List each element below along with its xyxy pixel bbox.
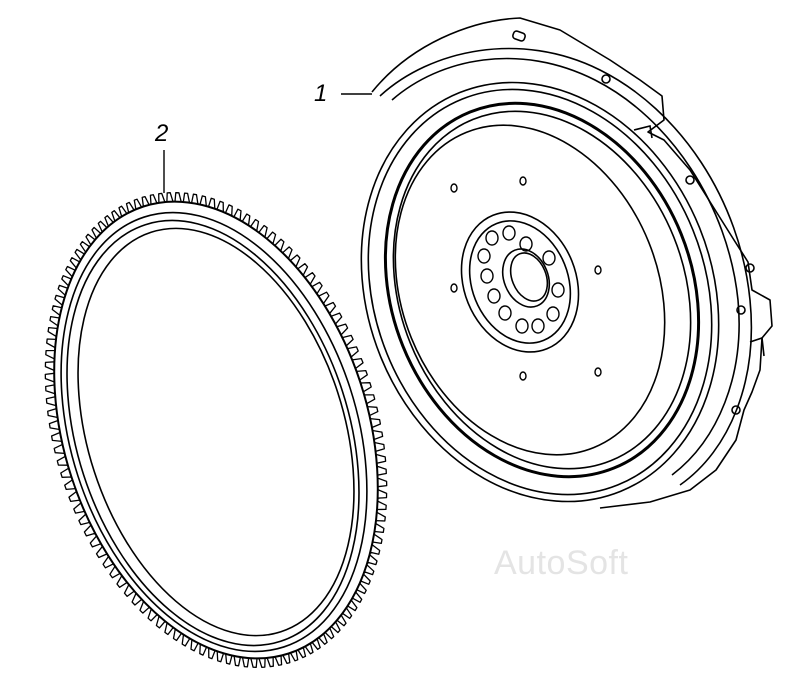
rim-hole-4 xyxy=(736,305,746,315)
flywheel-clutch-surface-inner xyxy=(392,110,692,470)
face-hole xyxy=(519,176,527,186)
hub-bolt-hole xyxy=(502,225,516,241)
hub-bolt-hole xyxy=(487,288,501,304)
face-hole xyxy=(594,367,602,377)
hub-bolt-hole xyxy=(546,306,560,322)
flywheel-face-inner-step xyxy=(394,124,666,456)
ring-gear-inner-edge xyxy=(77,227,355,637)
flywheel-rim-arc-outer xyxy=(379,47,753,486)
hub-bolt-hole xyxy=(477,248,491,264)
rim-hole-2 xyxy=(685,175,695,185)
face-mounting-holes xyxy=(450,176,602,381)
flywheel-face-outer-edge xyxy=(360,81,720,503)
ring-gear-face-outer xyxy=(60,211,368,653)
hub-bolt-hole xyxy=(498,305,512,321)
ring-gear xyxy=(44,150,388,668)
rim-hole-1 xyxy=(601,74,611,84)
flywheel-hub-outer xyxy=(460,211,580,353)
hub-bolt-hole xyxy=(551,282,565,298)
flywheel-center-bore xyxy=(501,248,551,308)
rim-hole-5 xyxy=(731,405,741,415)
face-hole xyxy=(450,183,458,193)
ring-gear-teeth xyxy=(44,192,388,668)
flywheel-face-edge-2 xyxy=(367,88,713,496)
flywheel xyxy=(341,17,773,509)
flywheel-center-bore-inner xyxy=(509,252,549,302)
rim-hole-3 xyxy=(745,263,755,273)
callout-1-flywheel: 1 xyxy=(314,80,328,107)
hub-bolt-hole xyxy=(485,230,499,246)
flywheel-rim-arc-inner xyxy=(391,57,740,476)
callout-2-ring-gear: 2 xyxy=(155,120,169,147)
hub-bolt-hole xyxy=(542,250,556,266)
face-hole xyxy=(450,283,458,293)
ring-gear-tooth-root xyxy=(53,200,379,660)
watermark-text: AutoSoft xyxy=(494,544,629,582)
flywheel-housing-outline xyxy=(371,17,773,509)
face-hole xyxy=(594,265,602,275)
hub-bolt-hole xyxy=(531,318,545,334)
flywheel-clutch-surface-ring xyxy=(383,101,701,479)
hub-bolt-hole xyxy=(515,318,529,334)
hub-bolt-holes xyxy=(477,225,565,334)
ring-gear-tooth-profile xyxy=(44,192,388,668)
face-hole xyxy=(519,371,527,381)
flywheel-hub-inner xyxy=(468,220,572,344)
hub-bolt-hole xyxy=(519,236,533,252)
hub-bolt-hole xyxy=(480,268,494,284)
ring-gear-face-mid xyxy=(66,219,360,647)
rim-notch-1 xyxy=(633,125,653,139)
rim-slot-top xyxy=(512,30,526,42)
rim-notch-2 xyxy=(749,336,765,357)
